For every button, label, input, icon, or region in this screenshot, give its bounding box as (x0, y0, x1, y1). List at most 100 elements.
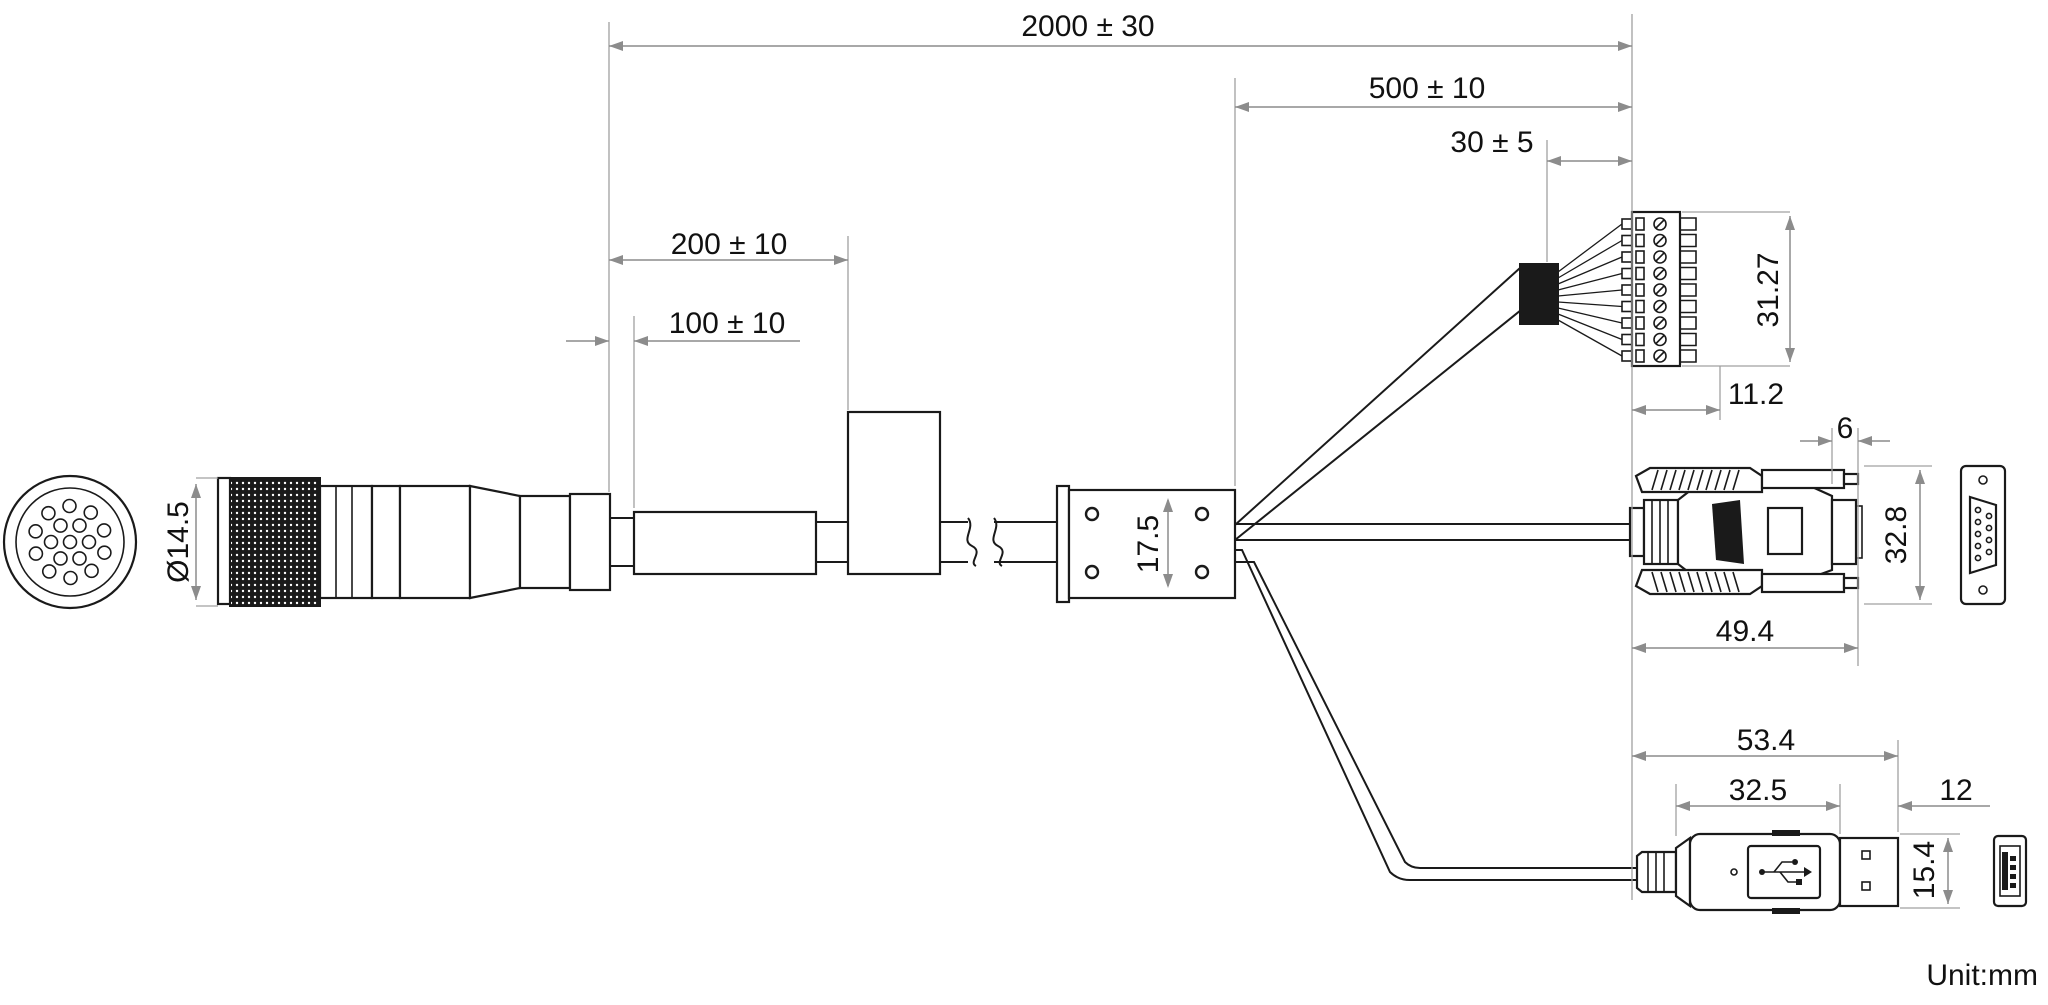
usb-symbol-icon (1759, 859, 1812, 885)
connector-pin (84, 563, 99, 579)
wire-ferrule (1621, 317, 1633, 329)
usb-plug-length-label: 12 (1939, 774, 1972, 807)
wire-ferrule (1621, 284, 1633, 296)
terminal-screw (1653, 217, 1667, 231)
connector-pin (63, 570, 78, 586)
usb-overall-length-label: 53.4 (1737, 724, 1795, 757)
connector-pin (41, 505, 56, 521)
sleeve-length-label: 100 ± 10 (669, 307, 786, 340)
knurled-nut (229, 477, 321, 607)
terminal-wires (1557, 223, 1623, 357)
main-cable (610, 410, 1057, 576)
terminal-screw (1653, 316, 1667, 330)
connector-pin (28, 524, 43, 539)
terminal-screw (1653, 299, 1667, 314)
usb-grip-top (1772, 830, 1800, 836)
terminal-pin (1680, 316, 1697, 330)
terminal-pin (1680, 250, 1697, 264)
connector-pin (53, 551, 68, 566)
heat-shrink (1519, 263, 1559, 325)
db9-pin (1985, 548, 1993, 556)
terminal-slot (1635, 233, 1645, 248)
connector-diameter-label: Ø14.5 (162, 501, 195, 583)
usb-height-label: 15.4 (1908, 841, 1941, 899)
ferrite-height-label: 17.5 (1132, 515, 1165, 573)
connector-pin (97, 545, 112, 560)
terminal-pin (1680, 349, 1697, 363)
usb-body-length-label: 32.5 (1729, 774, 1787, 807)
ferrite-core: 17.5 (1055, 484, 1237, 604)
db9-pin (1974, 542, 1982, 550)
unit-note: Unit:mm (1926, 959, 2038, 992)
connector-pin (41, 564, 57, 579)
dimension-labels: 2000 ± 30 500 ± 10 30 ± 5 200 ± 10 100 ±… (162, 10, 2038, 992)
wire-ferrule (1621, 234, 1633, 247)
terminal-slot (1635, 316, 1645, 330)
db9-screw-depth-label: 6 (1837, 412, 1854, 445)
connector-end-view (2, 474, 138, 610)
db9-pin (1985, 536, 1993, 544)
wire-ferrule (1621, 267, 1633, 280)
wire-ferrule (1621, 300, 1633, 313)
terminal-slot (1635, 283, 1645, 297)
terminal-positions (1621, 217, 1697, 363)
connector-pin (72, 551, 87, 566)
connector-pin (96, 523, 112, 538)
db9-pin (1974, 554, 1982, 562)
terminal-slot (1635, 217, 1645, 231)
db9-screw-top (1634, 466, 1860, 494)
wire-ferrule (1621, 333, 1633, 346)
terminal-pin (1680, 299, 1697, 314)
terminal-wire-length-label: 30 ± 5 (1450, 126, 1533, 159)
terminal-pin (1680, 217, 1697, 231)
terminal-slot (1635, 332, 1645, 347)
connector-pin (81, 534, 97, 550)
connector-pin (83, 505, 99, 520)
terminal-screw (1653, 332, 1667, 347)
terminal-screw (1653, 266, 1667, 281)
connector-pin (72, 518, 87, 533)
db9-screw-bottom (1634, 568, 1860, 596)
wire-ferrule (1621, 350, 1633, 362)
connector-pin (28, 546, 44, 561)
terminal-slot (1635, 250, 1645, 264)
db9-connector (1628, 466, 1863, 596)
overall-length-label: 2000 ± 30 (1021, 10, 1154, 43)
db9-pin (1985, 524, 1993, 532)
terminal-pin (1680, 332, 1697, 347)
db9-pin (1985, 512, 1993, 520)
db9-pins (1974, 506, 1993, 562)
cable-label (846, 410, 942, 576)
db9-pin (1974, 518, 1982, 526)
usb-front-view (1992, 834, 2028, 908)
terminal-block-connector (1519, 210, 1697, 368)
terminal-pin (1680, 266, 1697, 281)
usb-connector (1635, 830, 1900, 914)
branch-cables (1234, 267, 1637, 881)
db9-grip (1712, 500, 1744, 564)
terminal-slot (1635, 299, 1645, 314)
db9-pin (1974, 530, 1982, 538)
db9-pin (1974, 506, 1982, 514)
db9-front-view (1959, 464, 2007, 606)
connector-pins (28, 498, 112, 586)
label-position-label: 200 ± 10 (671, 228, 788, 261)
dimension-lines (191, 41, 1990, 904)
usb-grip-bottom (1772, 908, 1800, 914)
extension-lines (196, 14, 1960, 909)
terminal-pin (1680, 283, 1697, 297)
connector-pin (62, 534, 78, 550)
m12-connector (216, 476, 612, 607)
db9-length-label: 49.4 (1716, 615, 1774, 648)
db9-height-label: 32.8 (1880, 506, 1913, 564)
connector-pin (43, 534, 59, 550)
terminal-screw (1653, 283, 1667, 297)
wire-ferrule (1621, 218, 1633, 230)
terminal-screw (1653, 233, 1667, 248)
terminal-block-height-label: 31.27 (1752, 252, 1785, 327)
connector-pin (53, 518, 68, 533)
terminal-slot (1635, 349, 1645, 363)
terminal-slot (1635, 266, 1645, 281)
wire-ferrule (1621, 251, 1633, 263)
